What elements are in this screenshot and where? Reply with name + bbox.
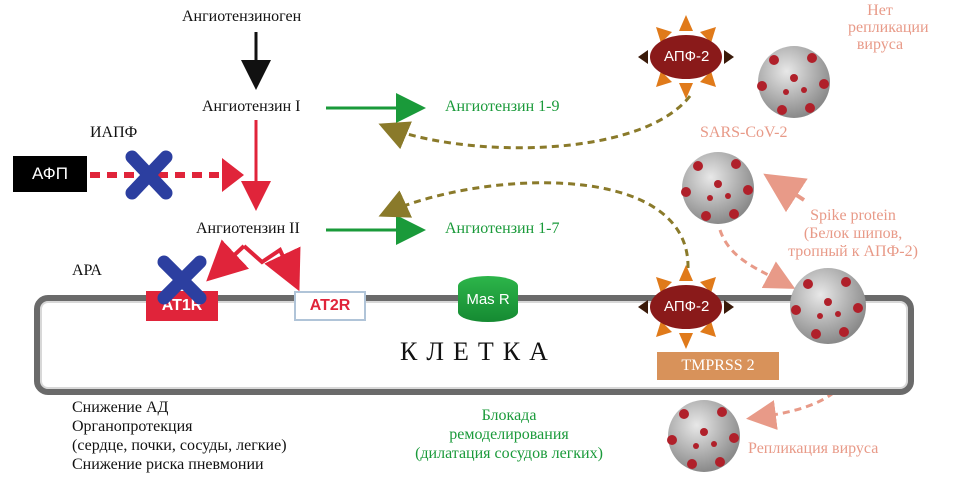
label-no-replication: Нет репликации вируса <box>848 2 929 53</box>
label-replication: Репликация вируса <box>748 440 879 457</box>
label-angiotensinogen: Ангиотензиноген <box>182 8 302 25</box>
tmprss2-box: TMPRSS 2 <box>657 352 779 380</box>
spike-line2: (Белок шипов, <box>803 225 903 242</box>
label-angiotensin-1-7: Ангиотензин 1-7 <box>445 220 560 237</box>
arrow-ii-to-at2r <box>242 244 301 292</box>
label-angiotensin-ii: Ангиотензин II <box>196 220 300 237</box>
ace2-top-icon <box>638 15 734 99</box>
label-angiotensin-i: Ангиотензин I <box>202 98 301 115</box>
at2r-receptor: AT2R <box>294 291 366 321</box>
arrow-spike <box>763 173 808 213</box>
blockade-line2: ремоделирования <box>449 426 569 443</box>
blockade-line1: Блокада <box>481 407 537 424</box>
masr-receptor: Mas R <box>458 276 518 322</box>
afp-box: АФП <box>13 156 87 192</box>
spike-line1: Spike protein <box>810 207 896 224</box>
effect-line1: Снижение АД <box>72 399 169 416</box>
virus-top-icon <box>757 46 830 118</box>
dashed-ace2-to-i <box>378 95 692 150</box>
label-angiotensin-1-9: Ангиотензин 1-9 <box>445 98 560 115</box>
arrow-ii-to-at1r <box>206 239 250 282</box>
label-iapf: ИАПФ <box>90 124 138 141</box>
dashed-ace2-to-ii <box>378 181 690 269</box>
no-replication-line2: репликации <box>848 19 929 36</box>
label-spike-protein: Spike protein (Белок шипов, тропный к АП… <box>778 207 928 261</box>
blockade-line3: (дилатация сосудов легких) <box>415 445 603 462</box>
cell-title: КЛЕТКА <box>400 337 557 366</box>
virus-cell-icon <box>790 268 866 344</box>
spike-line3: тропный к АПФ-2) <box>788 243 918 260</box>
label-sars-cov-2: SARS-CoV-2 <box>700 124 788 141</box>
ace2-top-label: АПФ-2 <box>664 48 710 65</box>
iapf-block-x-icon <box>125 150 173 200</box>
virus-mid-icon <box>681 152 754 224</box>
effect-line2: Органопротекция <box>72 418 193 435</box>
effect-line4: Снижение риска пневмонии <box>72 456 264 473</box>
virus-bottom-icon <box>667 400 740 472</box>
label-ara: АРА <box>72 262 102 279</box>
arrow-afp-head <box>222 158 244 192</box>
ace2-cell-icon <box>638 265 734 349</box>
no-replication-line1: Нет <box>867 2 893 19</box>
blockade-text: Блокада ремоделирования (дилатация сосуд… <box>386 406 632 463</box>
no-replication-line3: вируса <box>856 36 904 53</box>
ace2-cell-label: АПФ-2 <box>664 298 710 315</box>
effect-line3: (сердце, почки, сосуды, легкие) <box>72 437 287 454</box>
effects-list: Снижение АД Органопротекция (сердце, поч… <box>72 398 287 474</box>
